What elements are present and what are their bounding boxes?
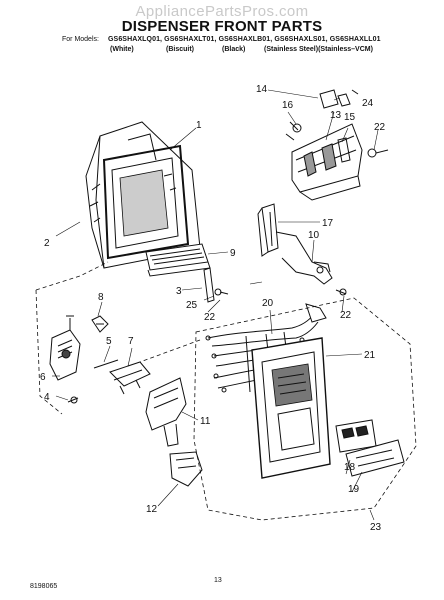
- door-assembly-part: [285, 89, 389, 201]
- callout-1: 1: [196, 120, 202, 131]
- page-title: DISPENSER FRONT PARTS: [121, 18, 323, 35]
- callout-22a: 22: [204, 312, 216, 323]
- variant-white: (White): [110, 46, 134, 53]
- callout-18: 18: [344, 462, 356, 473]
- control-board-part: [335, 419, 405, 477]
- callout-8: 8: [98, 292, 104, 303]
- callout-23: 23: [370, 522, 382, 533]
- callout-labels: 1 2 9 3 25 22 14 16 13 24 15 22 17 10 22…: [40, 84, 386, 533]
- model-list: GS6SHAXLQ01, GS6SHAXLT01, GS6SHAXLB01, G…: [108, 36, 381, 43]
- callout-7: 7: [128, 336, 134, 347]
- callout-21: 21: [364, 350, 376, 361]
- models-prefix: For Models:: [62, 36, 99, 43]
- callout-20: 20: [262, 298, 274, 309]
- callout-10: 10: [308, 230, 320, 241]
- page-number: 13: [214, 577, 222, 584]
- callout-16: 16: [282, 100, 294, 111]
- callout-22b: 22: [374, 122, 386, 133]
- lever-arm-part: [257, 203, 347, 296]
- callout-14: 14: [256, 84, 268, 95]
- callout-19: 19: [348, 484, 360, 495]
- callout-22c: 22: [340, 310, 352, 321]
- callout-3: 3: [176, 286, 182, 297]
- assembly-boundary-lines: [35, 261, 417, 521]
- variant-black: (Black): [222, 46, 246, 53]
- variant-stainless: (Stainless Steel)(Stainless–VCM): [264, 46, 373, 53]
- callout-13: 13: [330, 110, 342, 121]
- callout-9: 9: [230, 248, 236, 259]
- callout-5: 5: [106, 336, 112, 347]
- document-number: 8198065: [30, 583, 58, 590]
- callout-24: 24: [362, 98, 374, 109]
- watermark: AppliancePartsPros.com: [135, 3, 309, 20]
- dispenser-housing-part: [85, 121, 201, 269]
- front-panel-part: [251, 337, 331, 479]
- callout-15: 15: [344, 112, 356, 123]
- variant-biscuit: (Biscuit): [166, 46, 194, 53]
- drip-tray-part: [145, 243, 211, 277]
- callout-2: 2: [44, 238, 50, 249]
- switch-housing-part: [49, 315, 151, 404]
- callout-17: 17: [322, 218, 334, 229]
- callout-25: 25: [186, 300, 198, 311]
- leader-lines: [52, 89, 379, 521]
- actuator-small-parts: [203, 267, 229, 303]
- callout-12: 12: [146, 504, 158, 515]
- callout-4: 4: [44, 392, 50, 403]
- callout-6: 6: [40, 372, 46, 383]
- callout-11: 11: [200, 416, 211, 427]
- water-paddle-part: [145, 377, 203, 487]
